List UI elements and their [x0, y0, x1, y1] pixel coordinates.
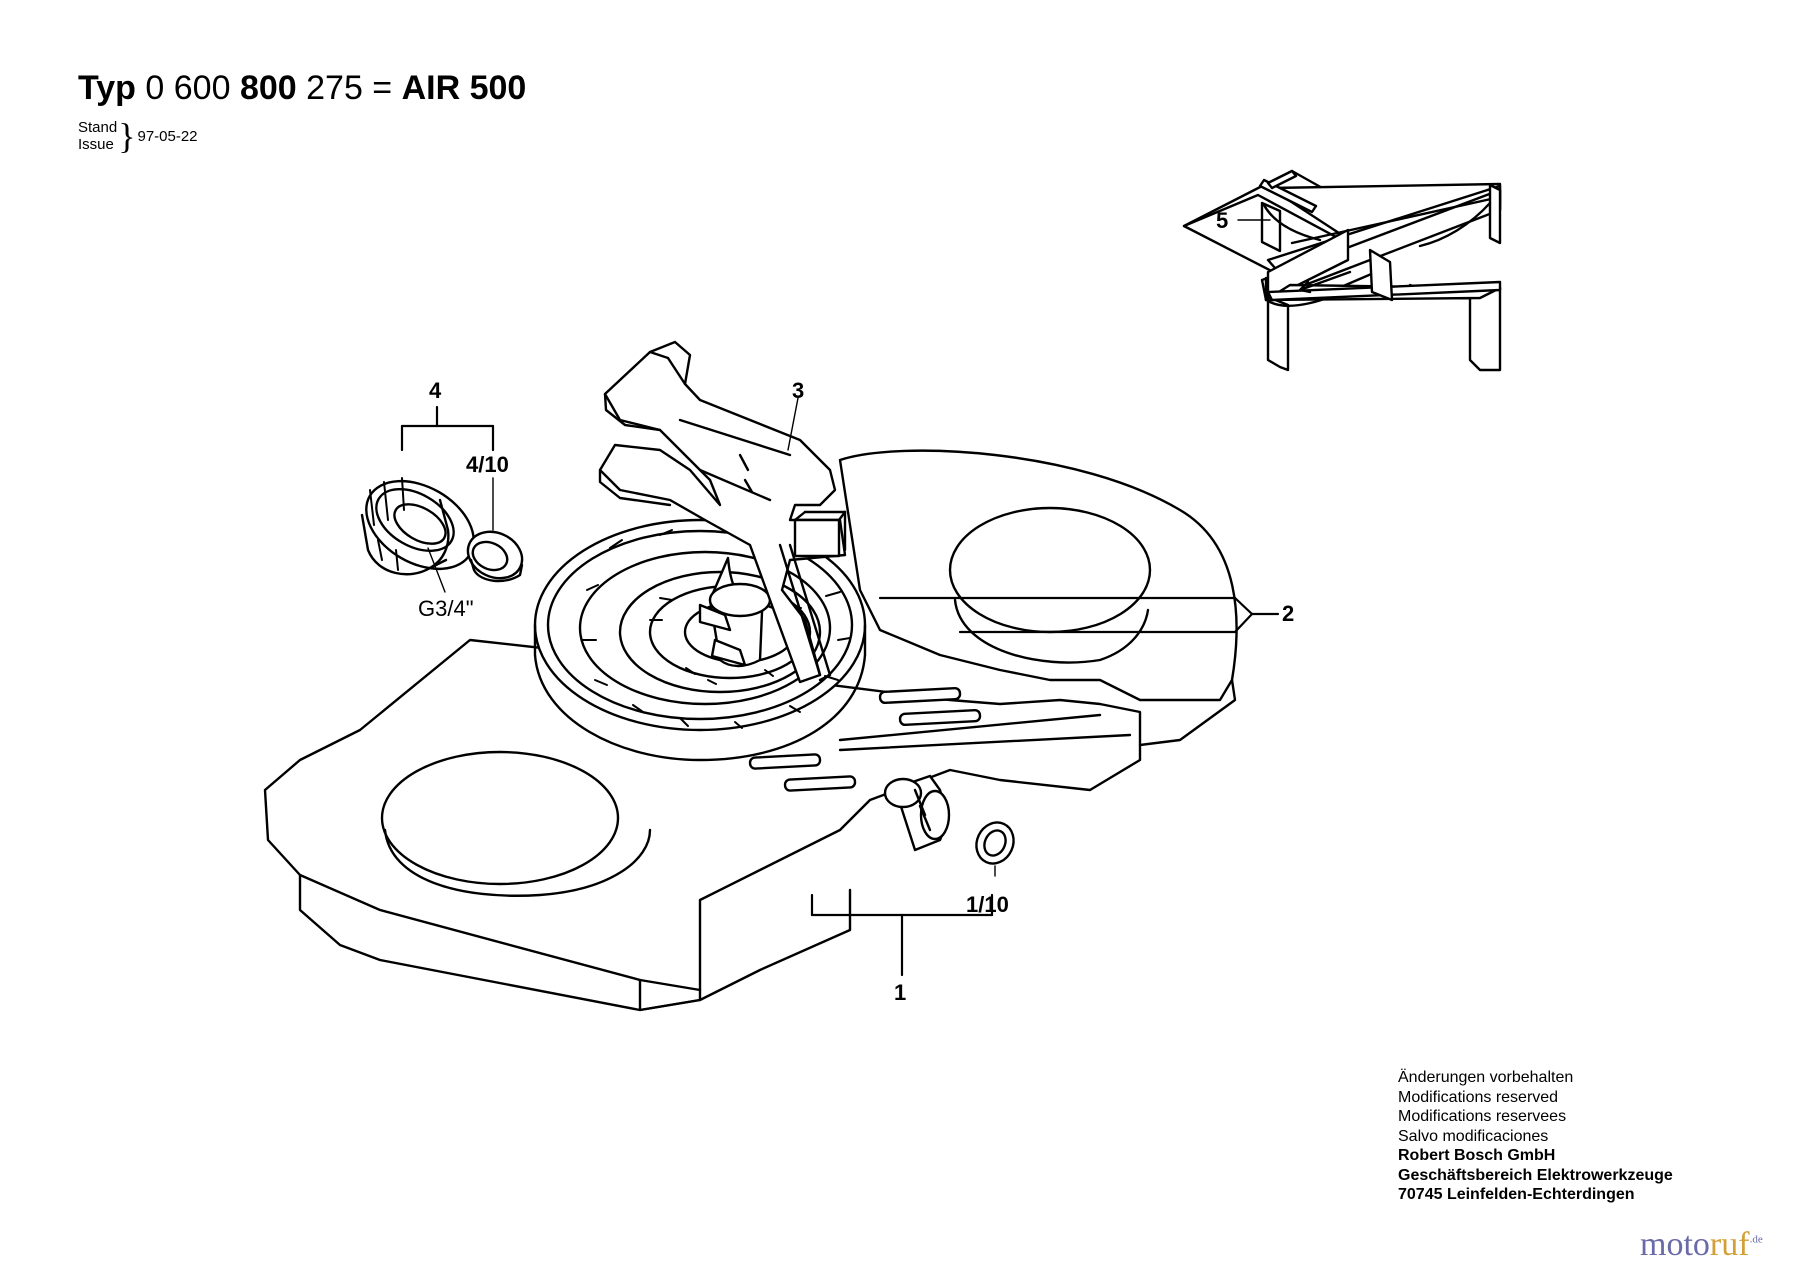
footer-company: Robert Bosch GmbH [1398, 1147, 1556, 1164]
revision-stamp: Stand Issue }97-05-22 [78, 118, 198, 154]
part-number-prefix: 0 600 [145, 69, 231, 107]
hose-connector-part [883, 774, 951, 852]
callout-4-10: 4/10 [466, 452, 509, 477]
issue-label: Issue [78, 136, 114, 153]
footer-line-de: Änderungen vorbehalten [1398, 1069, 1574, 1086]
watermark-part2: ruf [1709, 1226, 1750, 1263]
callout-leaders [400, 397, 1280, 977]
revision-date: 97-05-22 [137, 127, 198, 145]
o-ring-part [975, 821, 1015, 865]
callout-3: 3 [792, 378, 805, 403]
callout-4: 4 [429, 378, 442, 403]
footer-address: 70745 Leinfelden-Echterdingen [1398, 1186, 1635, 1203]
callout-2: 2 [1282, 601, 1295, 626]
part-number-mid: 800 [239, 69, 297, 107]
model-name: AIR 500 [401, 69, 527, 107]
watermark-part1: moto [1640, 1226, 1710, 1263]
typ-label: Typ [78, 69, 136, 107]
footer-line-es: Salvo modificaciones [1398, 1127, 1549, 1145]
nut-washer-part [466, 530, 524, 583]
callout-1-10: 1/10 [966, 892, 1009, 917]
motoruf-watermark-logo: motoruf.de [1640, 1226, 1763, 1264]
stand-label: Stand [78, 119, 118, 136]
part-number-suffix: 275 = [306, 69, 393, 107]
footer-notice: Änderungen vorbehalten Modifications res… [1398, 1068, 1673, 1205]
coupling-nut-part [360, 477, 475, 576]
callout-1: 1 [894, 980, 907, 1005]
sprinkler-arm-part [598, 340, 847, 684]
cross-stand-part [1182, 169, 1502, 372]
page-title: Typ 0 600 800 275 = AIR 500 [78, 68, 526, 108]
thread-size-label: G3/4" [418, 596, 474, 621]
brace-glyph: } [118, 116, 136, 156]
footer-division: Geschäftsbereich Elektrowerkzeuge [1398, 1166, 1673, 1184]
sprinkler-base-part [263, 449, 1238, 1012]
stand-issue-labels: Stand Issue [78, 119, 117, 153]
callout-5: 5 [1216, 208, 1229, 233]
watermark-tld: .de [1749, 1233, 1763, 1246]
footer-line-fr: Modifications reservees [1398, 1108, 1567, 1125]
footer-line-en: Modifications reserved [1398, 1088, 1559, 1106]
